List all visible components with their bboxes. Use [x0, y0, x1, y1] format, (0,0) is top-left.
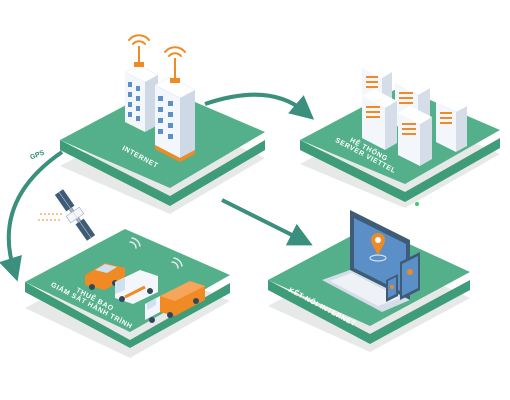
server-rack-icon: [362, 62, 467, 166]
internet-building-icon: [124, 46, 196, 162]
satellite-icon: [54, 189, 96, 241]
status-dot: [415, 202, 419, 206]
tablet-icon: [400, 252, 420, 300]
satellite-signal-icon: [38, 213, 62, 221]
wifi-signal-icon: [128, 34, 186, 57]
phone-icon: [386, 274, 398, 302]
map-pin-icon: [369, 233, 387, 262]
vehicles-icon: [85, 263, 205, 323]
vehicle-signal-icon: [129, 237, 183, 269]
arrow-internet-to-server: [204, 92, 315, 120]
arrow-gps-to-subscriber: [0, 150, 64, 282]
arrow-internet-to-connect: [221, 198, 313, 246]
